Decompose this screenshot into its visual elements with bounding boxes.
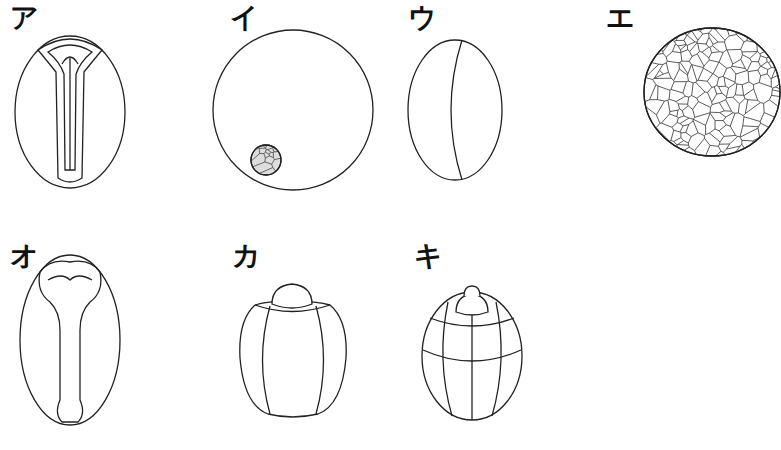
stage-label: カ	[232, 242, 261, 270]
neurula-embryo	[15, 36, 125, 188]
stage-label: エ	[606, 4, 635, 32]
sixteen-cell-embryo	[422, 286, 522, 420]
stage-label: イ	[230, 4, 259, 32]
fertilized-egg	[213, 30, 373, 190]
two-cell-embryo	[408, 40, 502, 180]
stage-label: ア	[10, 4, 39, 32]
eight-cell-embryo	[240, 284, 346, 417]
neural-plate-embryo	[20, 255, 120, 425]
blastula-embryo	[639, 23, 781, 161]
stage-label: ウ	[408, 4, 437, 32]
stage-label: キ	[414, 242, 443, 270]
stage-label: オ	[10, 242, 39, 270]
